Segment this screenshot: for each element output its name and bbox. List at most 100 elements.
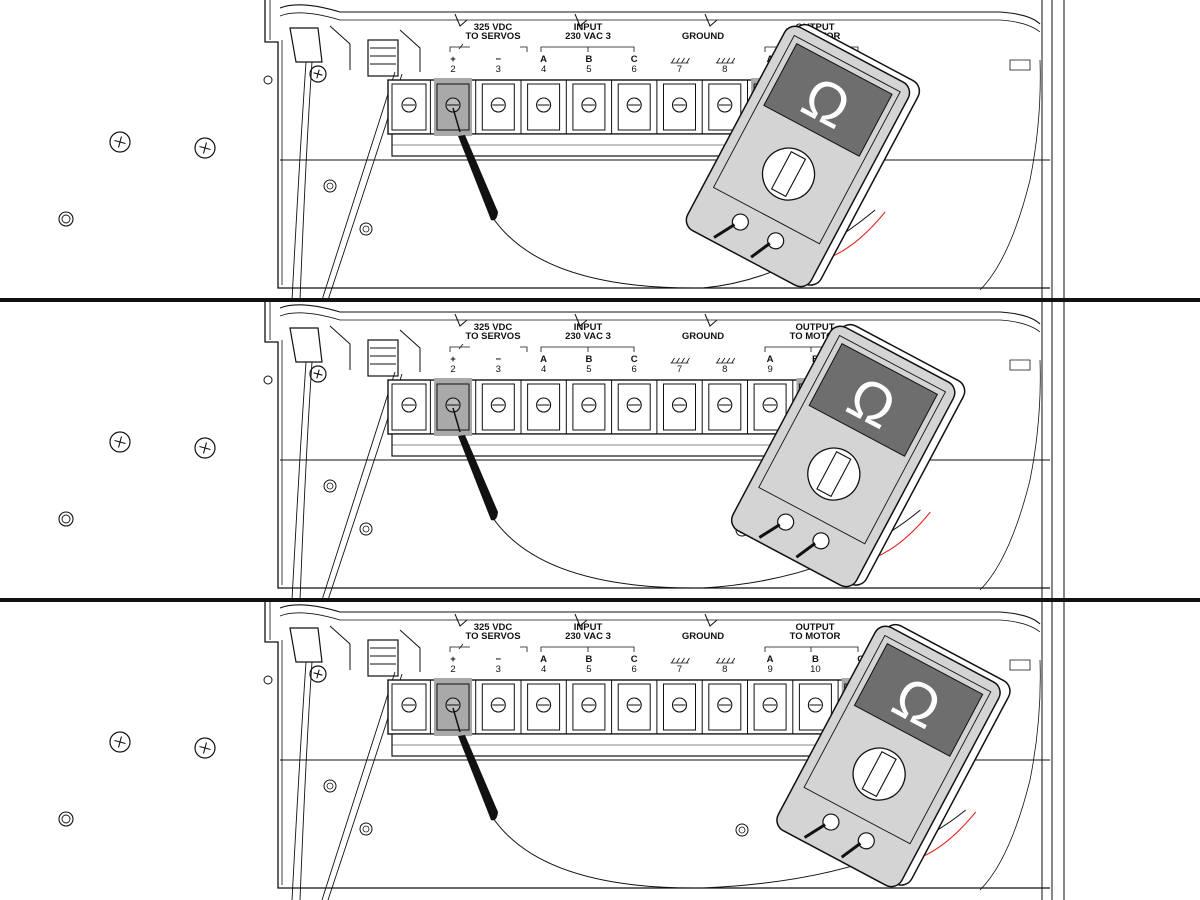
header-text: TO SERVOS [465,331,520,342]
black-jack-icon [731,213,749,231]
header-text: OUTPUT [795,622,834,633]
terminal-number: 2 [450,364,455,375]
terminal-label: + [450,54,456,65]
enclosure-right-edge [1041,600,1065,900]
header-text: TO MOTOR [790,631,841,642]
terminal-5: B5 [565,54,606,134]
enclosure-outline [264,300,1050,589]
ground-symbol-icon [715,657,736,664]
connector-plug [289,627,323,663]
connector-cable [291,361,403,601]
terminal-3: −3 [475,654,515,734]
terminal-4: A4 [520,354,561,434]
header-text: TO SERVOS [465,631,520,642]
ground-symbol-icon [715,57,736,64]
terminal-5: B5 [565,354,606,434]
header-text: OUTPUT [795,22,834,33]
terminal-4: A4 [520,54,561,134]
terminal-number: 5 [586,64,591,75]
terminal-3: −3 [475,354,515,434]
terminal-number: 6 [632,664,637,675]
multimeter-display [808,342,939,457]
black-jack-icon [777,513,795,531]
relay-block [367,339,399,377]
terminal-number: 6 [632,364,637,375]
terminal-8: 8 [701,657,742,734]
terminal-label: + [450,354,456,365]
terminal-number: 2 [450,664,455,675]
header-text: GROUND [682,331,724,342]
terminal-label: − [496,54,502,65]
red-jack-icon [767,232,785,250]
header-text: 230 VAC 3 [565,331,611,342]
terminal-group-header: GROUND [682,31,724,42]
terminal-label: + [450,654,456,665]
connector-plug [289,327,323,363]
connector-plug [289,27,323,63]
terminal-number: 5 [586,664,591,675]
ground-symbol-icon [670,57,690,64]
terminal-number: 4 [541,364,546,375]
header-text: GROUND [682,31,724,42]
terminal-7: 7 [656,657,696,734]
multimeter: Ω [685,23,921,288]
header-text: TO SERVOS [465,31,520,42]
header-text: INPUT [574,622,603,633]
header-text: OUTPUT [795,322,834,333]
connector-cable [291,661,403,900]
black-jack-icon [822,813,840,831]
terminal-label: A [767,354,774,365]
top-rail [279,304,1041,325]
terminal-6: C6 [611,354,651,434]
terminal-4: A4 [520,654,561,734]
terminal-number: 3 [496,364,501,375]
header-text: 325 VDC [474,22,513,33]
right-cable [979,359,1041,591]
enclosure-outline [264,0,1050,289]
header-text: INPUT [574,22,603,33]
terminal-label: A [540,54,547,65]
terminal-number: 8 [722,64,727,75]
standoff-icon [58,211,74,227]
terminal-label: B [585,654,592,665]
terminal-6: C6 [611,654,651,734]
ground-symbol-icon [715,357,736,364]
terminal-2: +2 [429,654,472,736]
standoff-icon [58,811,74,827]
terminal-8: 8 [701,57,742,134]
terminal-2: +2 [429,54,472,136]
dial-knob [861,751,897,798]
right-cable [979,659,1041,891]
terminal-spare [391,383,427,431]
terminal-label: − [496,354,502,365]
terminal-label: − [496,654,502,665]
header-text: 325 VDC [474,322,513,333]
multimeter: Ω [730,323,966,588]
terminal-7: 7 [656,57,696,134]
terminal-number: 5 [586,364,591,375]
terminal-number: 7 [677,364,682,375]
enclosure-right-edge [1041,0,1065,300]
terminal-number: 8 [722,664,727,675]
red-jack-icon [857,832,875,850]
terminal-number: 10 [810,664,821,675]
relay-block [367,639,399,677]
terminal-number: 3 [496,664,501,675]
terminal-number: 6 [632,64,637,75]
multimeter-display [763,42,893,157]
relay-block [367,39,399,77]
terminal-5: B5 [565,654,606,734]
connector-cable [291,61,403,301]
terminal-label: A [540,654,547,665]
top-rail [279,604,1041,625]
terminal-label: B [585,54,592,65]
header-text: 325 VDC [474,622,513,633]
terminal-7: 7 [656,357,696,434]
terminal-number: 2 [450,64,455,75]
